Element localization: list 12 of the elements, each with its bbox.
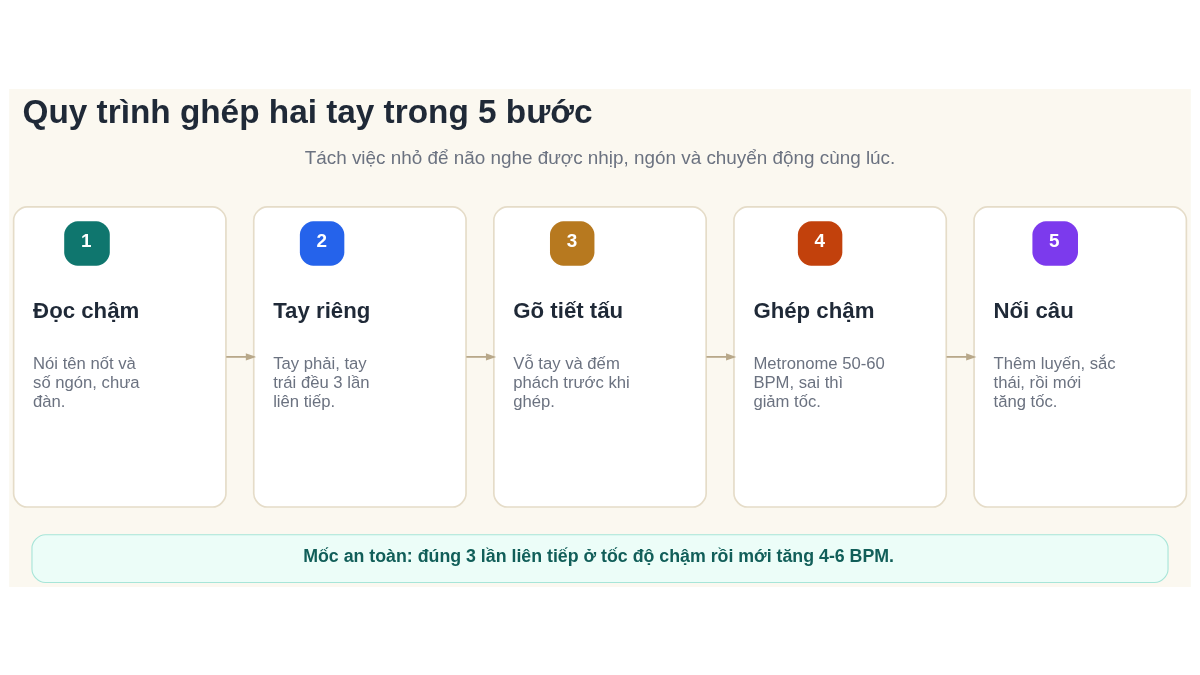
node-box: Mốc an toàn: đúng 3 lần liên tiếp ở tốc độ chậm rồi mới tăng 4-6 BPM. — [31, 533, 1169, 583]
diagram-title: Quy trình ghép hai tay trong 5 bước — [22, 92, 593, 130]
arrow — [225, 352, 257, 360]
arrow — [705, 352, 737, 360]
node-box: 1 Đọc chậm Nói tên nốt và số ngón, chưa đàn. — [12, 205, 227, 508]
arrow — [945, 352, 977, 360]
node-box: 5 Nối câu Thêm luyến, sắc thái, rồi mới tăng tốc. — [973, 205, 1188, 508]
node-box: 2 Tay riêng Tay phải, tay trái đều 3 lần liên tiếp. — [252, 205, 467, 508]
node-box: 3 Gõ tiết tấu Vỗ tay và đếm phách trước khi ghép. — [493, 205, 707, 508]
node-box: 4 Ghép chậm Metronome 50-60 BPM, sai thì giảm tốc. — [733, 205, 948, 508]
label: Tách việc nhỏ để não nghe được nhịp, ngón và chuyển động cùng lúc. — [304, 146, 896, 168]
arrow — [465, 352, 497, 360]
